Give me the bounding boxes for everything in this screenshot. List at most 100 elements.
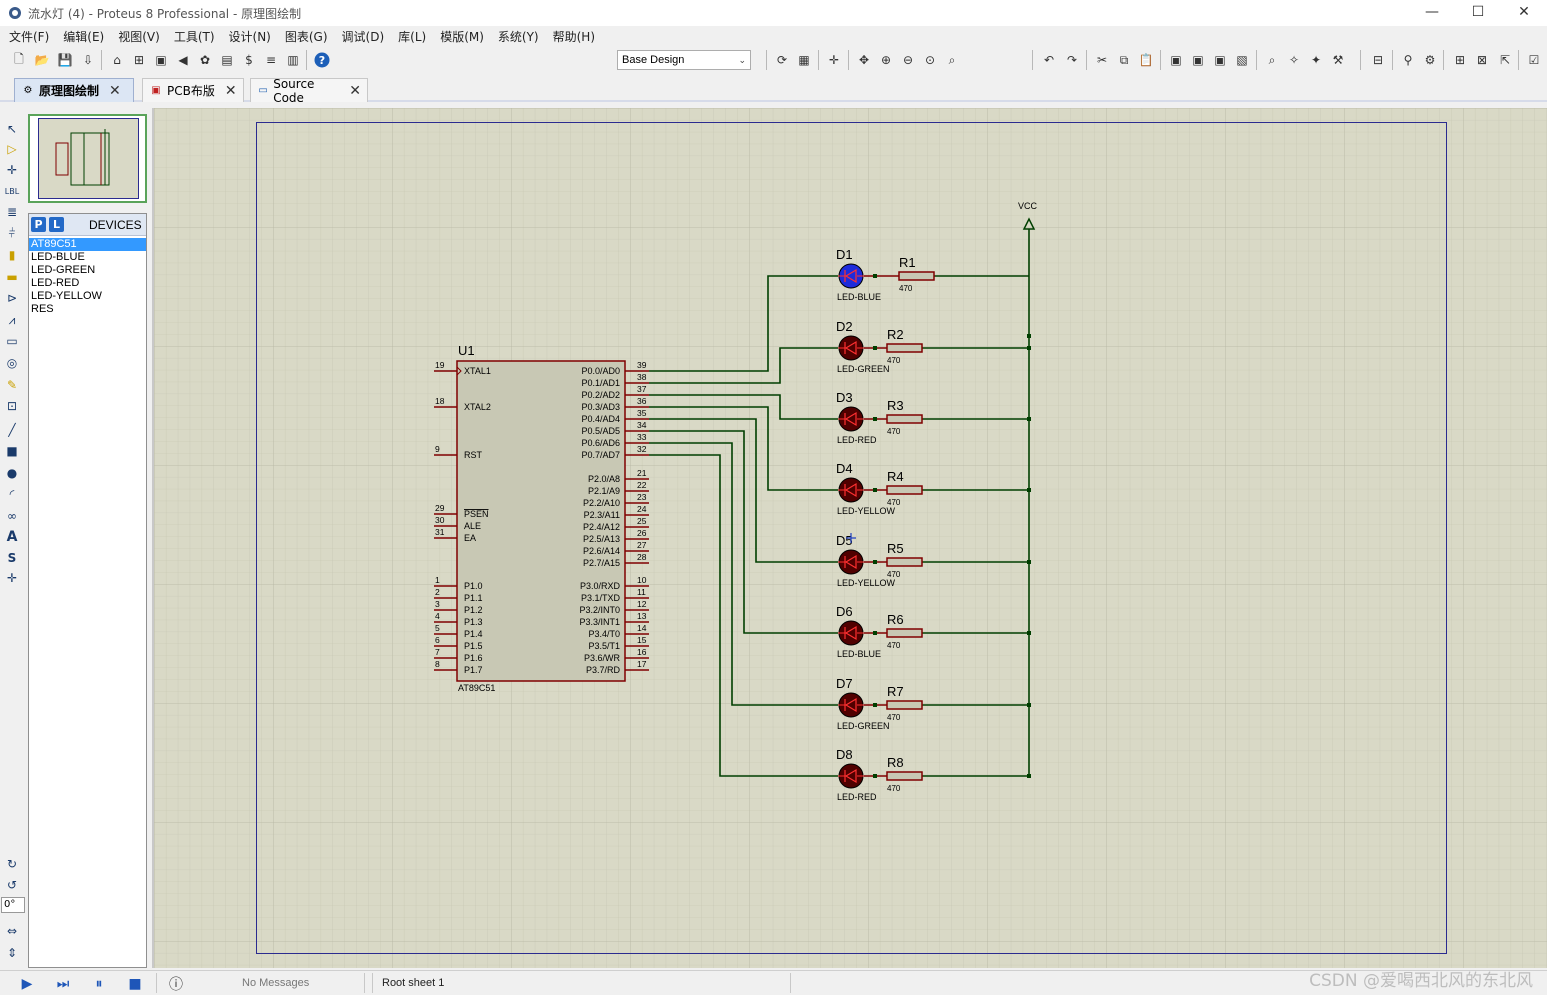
- menu-debug[interactable]: 调试(D): [341, 29, 385, 44]
- erc-icon[interactable]: ☑: [1528, 53, 1540, 67]
- path-draw-icon[interactable]: ∞: [7, 509, 17, 523]
- buses-mode-icon[interactable]: ⫩: [8, 225, 16, 240]
- cut-icon[interactable]: ✂: [1096, 53, 1108, 67]
- text-draw-icon[interactable]: A: [6, 529, 18, 545]
- block-move-icon[interactable]: ▣: [1192, 53, 1204, 67]
- device-item[interactable]: LED-YELLOW: [31, 290, 102, 302]
- status-messages[interactable]: No Messages: [242, 977, 310, 989]
- tape-recorder-icon[interactable]: ▭: [6, 334, 18, 348]
- exit-parent-icon[interactable]: ⇱: [1499, 53, 1511, 67]
- bom-icon[interactable]: ▤: [221, 53, 233, 67]
- netlist-icon[interactable]: ≡: [265, 53, 277, 67]
- close-icon[interactable]: ✕: [349, 82, 361, 99]
- decompose-icon[interactable]: ⚒: [1332, 53, 1344, 67]
- menu-system[interactable]: 系统(Y): [497, 29, 539, 44]
- device-pins-mode-icon[interactable]: ⊳: [6, 291, 18, 305]
- menu-template[interactable]: 模版(M): [440, 29, 484, 44]
- device-item[interactable]: LED-BLUE: [31, 251, 85, 263]
- notes-icon[interactable]: ▥: [287, 53, 299, 67]
- search-tag-icon[interactable]: ⚲: [1403, 53, 1413, 67]
- library-manager-button[interactable]: L: [49, 217, 64, 232]
- box-draw-icon[interactable]: ■: [6, 444, 18, 458]
- pause-icon[interactable]: ⏸: [95, 976, 103, 992]
- graph-mode-icon[interactable]: ⩘: [8, 312, 16, 327]
- device-item[interactable]: LED-GREEN: [31, 264, 96, 276]
- wire-label-mode-icon[interactable]: LBL: [4, 186, 20, 196]
- menu-library[interactable]: 库(L): [398, 29, 427, 44]
- save-icon[interactable]: 💾: [57, 53, 73, 67]
- menu-graph[interactable]: 图表(G): [284, 29, 328, 44]
- schematic-mode-icon[interactable]: ⊞: [133, 53, 145, 67]
- design-variant-select[interactable]: Base Design ⌄: [617, 50, 751, 70]
- tab-source-code[interactable]: ▭ Source Code ✕: [250, 77, 368, 105]
- close-icon[interactable]: ✕: [224, 82, 237, 99]
- help-icon[interactable]: ?: [313, 51, 331, 69]
- rotate-clockwise-icon[interactable]: ↻: [6, 857, 18, 871]
- close-icon[interactable]: ✕: [109, 82, 121, 99]
- wire-autorouter-icon[interactable]: ⊟: [1372, 53, 1384, 67]
- pcb-mode-icon[interactable]: ▣: [155, 53, 167, 67]
- rotate-anticlockwise-icon[interactable]: ↺: [6, 878, 18, 892]
- zoom-in-icon[interactable]: ⊕: [880, 53, 892, 67]
- virtual-instruments-icon[interactable]: ⊡: [6, 399, 18, 413]
- marker-icon[interactable]: ✛: [6, 571, 18, 585]
- step-icon[interactable]: ⏭: [56, 976, 70, 992]
- new-sheet-icon[interactable]: ⊞: [1454, 53, 1466, 67]
- line-draw-icon[interactable]: ╱: [8, 423, 16, 437]
- generator-mode-icon[interactable]: ◎: [6, 356, 18, 370]
- symbol-draw-icon[interactable]: S: [7, 551, 17, 565]
- device-item[interactable]: LED-RED: [31, 277, 80, 289]
- menu-edit[interactable]: 编辑(E): [63, 29, 105, 44]
- block-delete-icon[interactable]: ▧: [1236, 53, 1248, 67]
- home-icon[interactable]: ⌂: [113, 53, 121, 67]
- terminals-mode-icon[interactable]: ▬: [6, 270, 18, 284]
- menu-help[interactable]: 帮助(H): [552, 29, 596, 44]
- 3d-view-icon[interactable]: ✿: [199, 53, 211, 67]
- pick-devices-button[interactable]: P: [31, 217, 46, 232]
- make-device-icon[interactable]: ✧: [1288, 53, 1300, 67]
- voltage-probe-icon[interactable]: ✎: [6, 378, 18, 392]
- package-tool-icon[interactable]: ✦: [1310, 53, 1322, 67]
- mirror-vertical-icon[interactable]: ⇕: [6, 946, 18, 960]
- import-icon[interactable]: ⇩: [82, 53, 94, 67]
- undo-icon[interactable]: ↶: [1043, 53, 1055, 67]
- component-mode-icon[interactable]: ▷: [7, 142, 17, 156]
- play-icon[interactable]: ▶: [21, 976, 33, 992]
- block-rotate-icon[interactable]: ▣: [1214, 53, 1226, 67]
- maximize-button[interactable]: ☐: [1471, 4, 1485, 20]
- menu-file[interactable]: 文件(F): [9, 29, 50, 44]
- grid-toggle-icon[interactable]: ▦: [798, 53, 810, 67]
- junction-mode-icon[interactable]: ✛: [6, 163, 18, 177]
- mirror-horizontal-icon[interactable]: ⇔: [6, 924, 18, 938]
- paste-icon[interactable]: 📋: [1138, 53, 1154, 67]
- zoom-area-icon[interactable]: ⌕: [948, 52, 956, 67]
- zoom-out-icon[interactable]: ⊖: [902, 53, 914, 67]
- copy-icon[interactable]: ⧉: [1119, 52, 1129, 67]
- pan-icon[interactable]: ✥: [858, 53, 870, 67]
- arc-draw-icon[interactable]: ◜: [9, 487, 15, 501]
- selection-mode-icon[interactable]: ↖: [6, 122, 18, 136]
- menu-tools[interactable]: 工具(T): [173, 29, 215, 44]
- source-icon[interactable]: $: [245, 53, 253, 67]
- block-copy-icon[interactable]: ▣: [1170, 53, 1182, 67]
- redo-icon[interactable]: ↷: [1066, 53, 1078, 67]
- origin-icon[interactable]: ✛: [828, 53, 840, 67]
- tab-schematic[interactable]: ⚙ 原理图绘制 ✕: [14, 78, 134, 102]
- rotation-angle-field[interactable]: 0°: [1, 897, 25, 913]
- device-item[interactable]: RES: [31, 303, 54, 315]
- zoom-all-icon[interactable]: ⊙: [924, 53, 936, 67]
- minimize-button[interactable]: —: [1425, 4, 1439, 20]
- text-script-mode-icon[interactable]: ≣: [6, 205, 18, 219]
- refresh-icon[interactable]: ⟳: [776, 53, 788, 67]
- property-tool-icon[interactable]: ⚙: [1424, 53, 1436, 67]
- pick-device-icon[interactable]: ⌕: [1268, 52, 1276, 67]
- delete-sheet-icon[interactable]: ⊠: [1476, 53, 1488, 67]
- stop-icon[interactable]: ■: [128, 976, 142, 992]
- circle-draw-icon[interactable]: ●: [6, 466, 18, 480]
- open-folder-icon[interactable]: 📂: [34, 53, 50, 67]
- menu-design[interactable]: 设计(N): [228, 29, 271, 44]
- device-item[interactable]: AT89C51: [29, 238, 146, 251]
- tab-pcb[interactable]: ▣ PCB布版 ✕: [142, 78, 244, 102]
- close-button[interactable]: ✕: [1518, 4, 1530, 20]
